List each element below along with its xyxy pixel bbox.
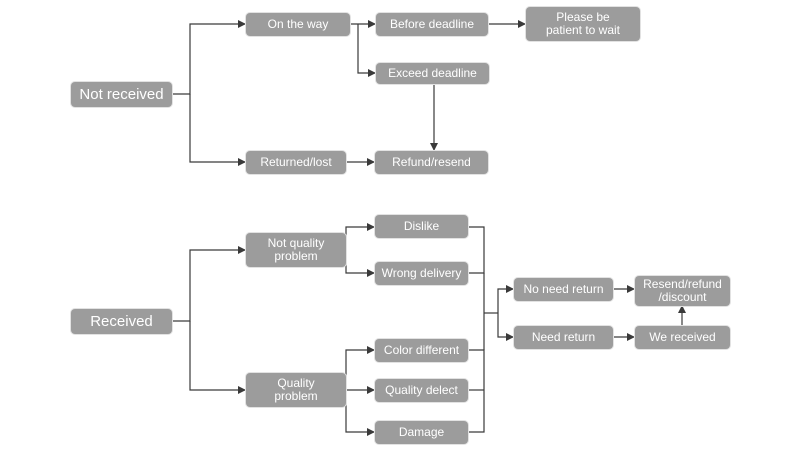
- node-before-deadline: Before deadline: [376, 13, 488, 36]
- connector-on-the-way-to-exceed-deadline: [357, 24, 376, 77]
- node-exceed-deadline: Exceed deadline: [376, 63, 489, 84]
- connector-upper-bracket: [468, 226, 485, 274]
- node-please-be-patient: Please be patient to wait: [526, 7, 640, 41]
- connector-quality-to-color: [345, 346, 375, 390]
- node-resend-refund-discount: Resend/refund /discount: [635, 276, 730, 306]
- node-refund-resend: Refund/resend: [375, 151, 488, 174]
- node-we-received: We received: [635, 326, 730, 349]
- node-quality-problem: Quality problem: [246, 373, 346, 407]
- connector-not-quality-to-wrong: [345, 250, 375, 277]
- connector-not-received-to-on-the-way: [172, 20, 246, 95]
- connector-not-received-to-returned: [189, 94, 246, 166]
- node-wrong-delivery: Wrong delivery: [375, 262, 468, 285]
- connector-lower-bracket: [468, 349, 485, 433]
- node-no-need-return: No need return: [514, 278, 613, 301]
- node-dislike: Dislike: [375, 215, 468, 238]
- node-returned-lost: Returned/lost: [246, 151, 346, 174]
- connector-not-quality-to-dislike: [345, 223, 375, 250]
- node-color-different: Color different: [375, 339, 468, 362]
- node-quality-defect: Quality delect: [375, 379, 468, 402]
- connector-to-need-return: [497, 313, 514, 341]
- connector-received-to-not-quality: [172, 246, 246, 322]
- node-received: Received: [71, 309, 172, 334]
- node-on-the-way: On the way: [246, 13, 350, 36]
- node-not-received: Not received: [71, 82, 172, 107]
- connector-to-no-need-return: [497, 285, 514, 313]
- node-need-return: Need return: [514, 326, 613, 349]
- connector-quality-to-damage: [345, 390, 375, 436]
- node-damage: Damage: [375, 421, 468, 444]
- node-not-quality-problem: Not quality problem: [246, 233, 346, 267]
- connector-received-to-quality: [189, 321, 246, 394]
